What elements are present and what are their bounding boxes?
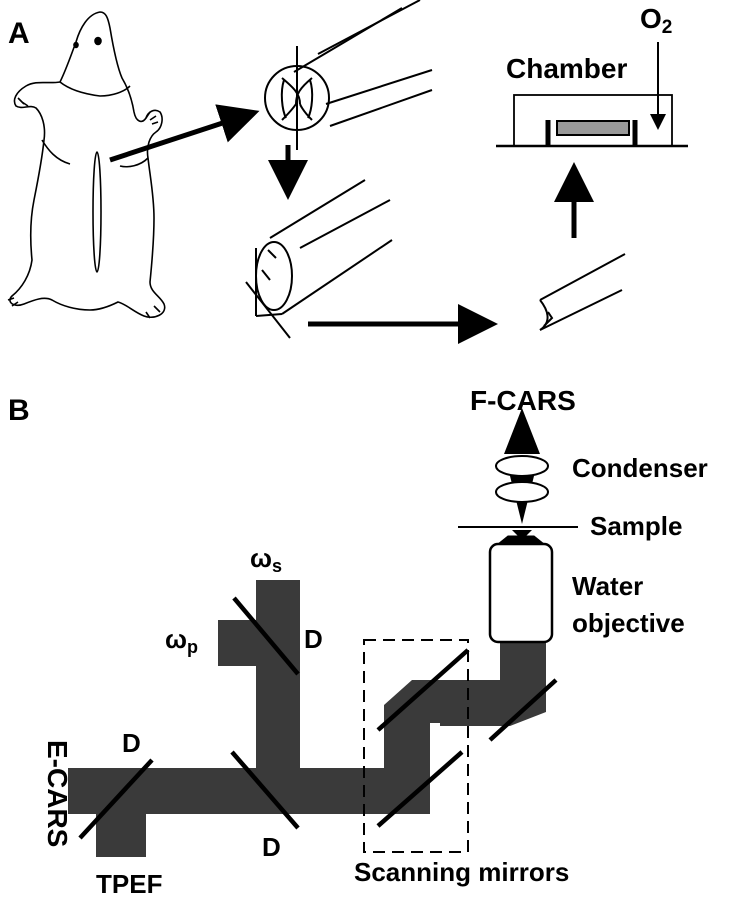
dichroic-mirror-1	[78, 758, 154, 840]
scanning-mirrors-box	[363, 639, 469, 853]
tpef-label: TPEF	[96, 869, 162, 899]
panel-a-label: A	[8, 17, 30, 50]
objective-label-line2: objective	[572, 608, 685, 638]
condenser-label: Condenser	[572, 453, 708, 483]
dichroic-label-left: D	[122, 728, 141, 758]
omega-p-label: ωp	[165, 624, 198, 657]
oxygen-label: O2	[640, 3, 672, 38]
chamber-label: Chamber	[506, 53, 627, 84]
f-cars-label: F-CARS	[470, 385, 576, 416]
omega-s-label: ωs	[250, 543, 282, 576]
mirrors	[78, 596, 558, 840]
beam-paths	[68, 580, 546, 857]
panel-b-label: B	[8, 394, 30, 427]
objective-label-line1: Water	[572, 571, 643, 601]
rat-illustration	[7, 11, 166, 319]
dichroic-label-bottom: D	[262, 832, 281, 862]
dichroic-mirror-3	[232, 596, 300, 676]
turn-mirror	[488, 678, 558, 742]
sample-label: Sample	[590, 511, 683, 541]
dichroic-mirror-2	[230, 750, 300, 830]
cut-cylinder	[245, 179, 393, 339]
scan-mirror-upper	[376, 648, 470, 732]
spinal-cord-cylinder	[264, 0, 433, 150]
e-cars-label: E-CARS	[42, 740, 73, 847]
scan-mirror-lower	[376, 750, 464, 828]
arrow-rat-to-section	[109, 104, 260, 163]
tissue-slice	[539, 253, 626, 331]
water-objective	[488, 535, 554, 644]
scanning-mirrors-label: Scanning mirrors	[354, 857, 569, 887]
chamber	[496, 42, 688, 148]
condenser-assembly	[495, 408, 549, 540]
dichroic-label-top: D	[304, 624, 323, 654]
tissue-sample	[556, 120, 630, 136]
